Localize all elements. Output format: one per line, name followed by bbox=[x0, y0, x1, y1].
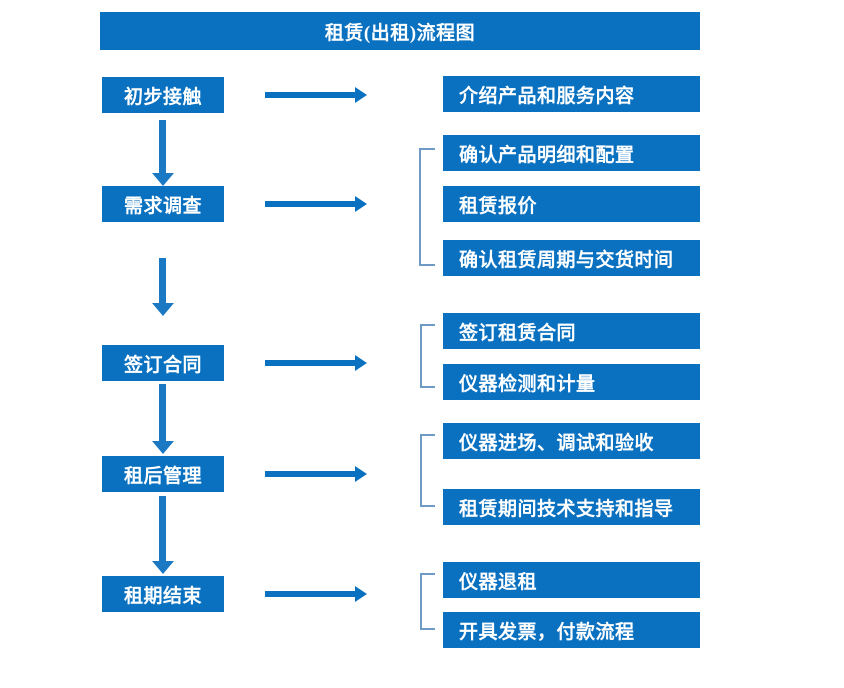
vertical-arrow-contact-to-survey bbox=[152, 120, 174, 186]
detail-box-invoice-payment[interactable]: 开具发票，付款流程 bbox=[443, 612, 700, 648]
horizontal-arrow-demand-survey bbox=[265, 194, 367, 214]
bracket-post-rental-group bbox=[420, 434, 435, 507]
horizontal-arrow-rental-end bbox=[265, 584, 367, 604]
diagram-title: 租赁(出租)流程图 bbox=[100, 12, 700, 50]
vertical-arrow-survey-to-contract bbox=[152, 258, 174, 316]
bracket-demand-survey-group bbox=[419, 148, 435, 266]
detail-box-introduce-products[interactable]: 介绍产品和服务内容 bbox=[443, 76, 700, 112]
vertical-arrow-management-to-end bbox=[152, 496, 174, 574]
vertical-arrow-contract-to-management bbox=[152, 384, 174, 454]
stage-box-rental-end[interactable]: 租期结束 bbox=[102, 576, 224, 612]
bracket-rental-end-group bbox=[420, 573, 435, 630]
detail-box-confirm-product-details[interactable]: 确认产品明细和配置 bbox=[443, 135, 700, 171]
horizontal-arrow-sign-contract bbox=[265, 353, 367, 373]
detail-box-sign-rental-contract[interactable]: 签订租赁合同 bbox=[443, 313, 700, 349]
detail-box-instrument-inspection[interactable]: 仪器检测和计量 bbox=[443, 364, 700, 400]
horizontal-arrow-post-rental bbox=[265, 464, 367, 484]
detail-box-confirm-rental-period[interactable]: 确认租赁周期与交货时间 bbox=[443, 240, 700, 276]
detail-box-technical-support[interactable]: 租赁期间技术支持和指导 bbox=[443, 489, 700, 525]
detail-box-instrument-return[interactable]: 仪器退租 bbox=[443, 562, 700, 598]
detail-box-instrument-entry-commissioning[interactable]: 仪器进场、调试和验收 bbox=[443, 423, 700, 459]
stage-box-sign-contract[interactable]: 签订合同 bbox=[102, 345, 224, 381]
detail-box-rental-quotation[interactable]: 租赁报价 bbox=[443, 186, 700, 222]
bracket-sign-contract-group bbox=[420, 324, 435, 388]
stage-box-initial-contact[interactable]: 初步接触 bbox=[102, 77, 224, 113]
stage-box-demand-survey[interactable]: 需求调查 bbox=[102, 186, 224, 222]
stage-box-post-rental-management[interactable]: 租后管理 bbox=[102, 456, 224, 492]
horizontal-arrow-initial-contact bbox=[265, 85, 367, 105]
